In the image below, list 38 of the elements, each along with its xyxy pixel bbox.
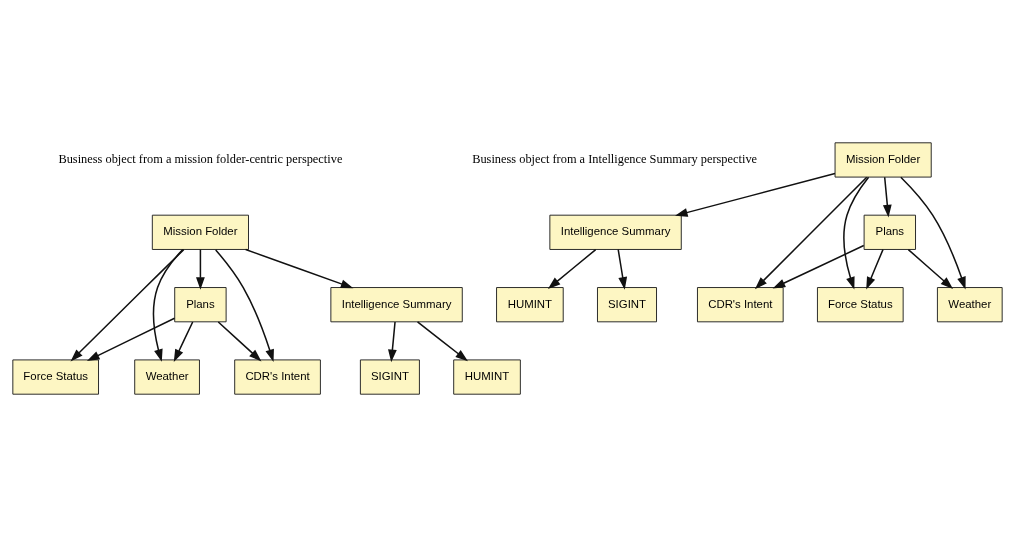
node-box: Intelligence Summary bbox=[549, 214, 682, 250]
arrow bbox=[416, 320, 468, 361]
node-box: Intelligence Summary bbox=[330, 286, 463, 322]
node-box: Mission Folder bbox=[834, 141, 932, 178]
arrow bbox=[173, 320, 194, 362]
node-box: Force Status bbox=[816, 286, 904, 322]
arrow bbox=[900, 176, 966, 289]
arrow bbox=[388, 320, 397, 362]
arrow bbox=[547, 248, 597, 289]
arrow bbox=[843, 175, 870, 290]
node-box: CDR's Intent bbox=[234, 358, 321, 395]
node-box: Mission Folder bbox=[151, 214, 249, 250]
arrow bbox=[617, 248, 628, 290]
arrow bbox=[882, 176, 892, 217]
node-box: HUMINT bbox=[496, 286, 564, 322]
arrow bbox=[866, 248, 884, 290]
label: Business object from a mission folder-centric perspective bbox=[58, 151, 343, 166]
node-box: SIGINT bbox=[597, 286, 657, 322]
node-box: Plans bbox=[174, 286, 227, 322]
arrow bbox=[70, 248, 185, 361]
node-box: HUMINT bbox=[453, 358, 521, 395]
arrow bbox=[86, 316, 176, 361]
node-box: SIGINT bbox=[359, 358, 420, 395]
arrow bbox=[152, 248, 184, 362]
node-box: Weather bbox=[134, 358, 200, 395]
arrow bbox=[675, 172, 836, 217]
arrow bbox=[244, 248, 354, 288]
node-box: Plans bbox=[863, 214, 916, 250]
arrow bbox=[196, 248, 205, 290]
node-box: Force Status bbox=[12, 358, 99, 395]
label: Business object from a Intelligence Summary perspective bbox=[472, 151, 758, 166]
node-box: CDR's Intent bbox=[697, 286, 784, 322]
arrow bbox=[754, 176, 868, 289]
node-box: Weather bbox=[936, 286, 1003, 322]
arrow bbox=[217, 320, 262, 361]
arrow bbox=[907, 248, 954, 289]
arrow bbox=[214, 248, 274, 362]
arrow bbox=[772, 244, 865, 288]
